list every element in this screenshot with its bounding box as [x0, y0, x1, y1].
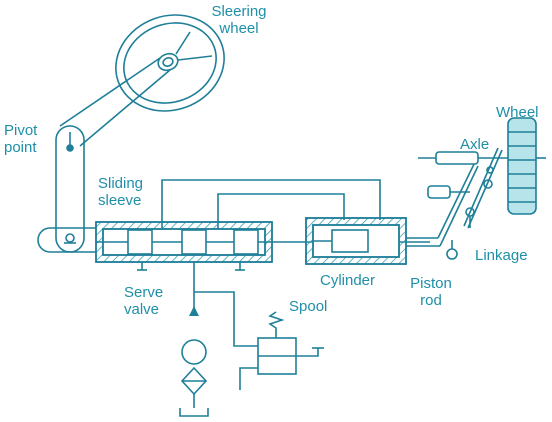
spool-label: Spool — [289, 298, 328, 315]
wheel — [507, 117, 546, 215]
return-hose — [161, 179, 381, 230]
pivot-arm — [55, 125, 85, 253]
steering-wheel-label: Sleering wheel — [211, 3, 267, 37]
steering-column — [59, 57, 171, 147]
wheel-label: Wheel — [496, 104, 539, 121]
cylinder — [305, 217, 407, 265]
serve-valve-label: Serve valve — [124, 284, 164, 318]
linkage-label: Linkage — [475, 247, 528, 264]
cylinder-label: Cylinder — [320, 272, 376, 289]
supply-line — [193, 262, 258, 390]
flow-arrow-icon — [189, 306, 199, 316]
axle-label: Axle — [460, 136, 490, 153]
left-rod-end — [37, 227, 96, 253]
piston-rod-label: Piston rod — [410, 275, 452, 309]
sliding-sleeve-label: Sliding sleeve — [98, 175, 144, 209]
pivot-point-label: Pivot point — [4, 122, 38, 156]
piston-rod — [406, 159, 479, 247]
relief-valve — [257, 311, 324, 375]
pump-symbol — [179, 339, 209, 417]
steering-wheel — [115, 14, 225, 112]
linkage — [446, 147, 503, 260]
